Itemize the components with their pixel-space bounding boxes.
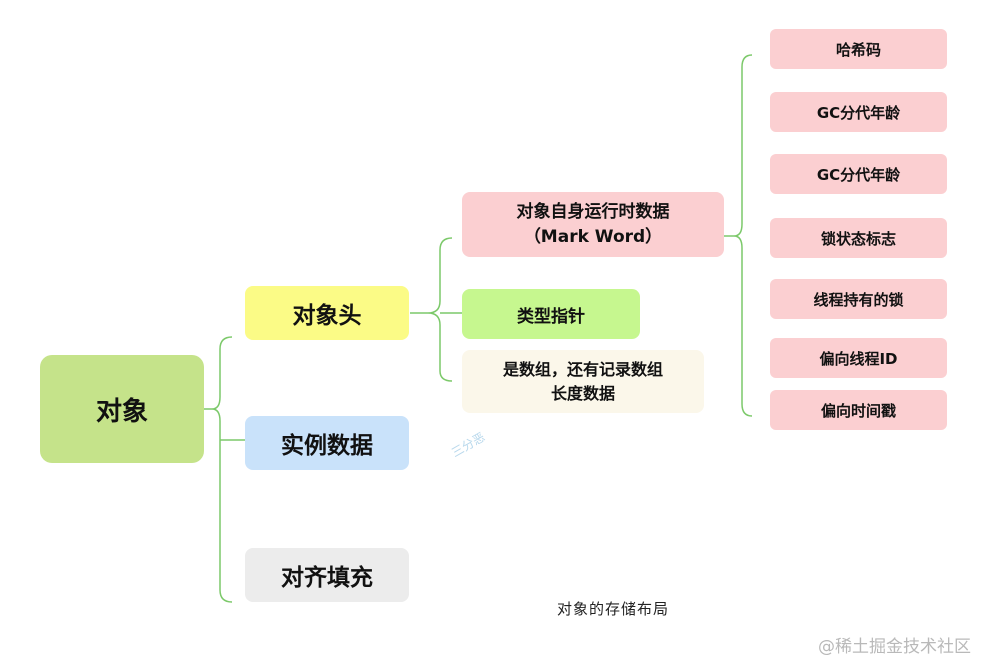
node-object: 对象 [40, 355, 204, 463]
node-gc-age-2: GC分代年龄 [770, 154, 947, 194]
mark-word-line1: 对象自身运行时数据 [516, 201, 670, 222]
node-padding: 对齐填充 [245, 548, 409, 602]
node-thread-lock: 线程持有的锁 [770, 279, 947, 319]
node-instance-data: 实例数据 [245, 416, 409, 470]
node-array-length: 是数组，还有记录数组 长度数据 [462, 350, 704, 413]
node-class-pointer: 类型指针 [462, 289, 640, 339]
node-biased-timestamp: 偏向时间戳 [770, 390, 947, 430]
node-gc-age-1: GC分代年龄 [770, 92, 947, 132]
node-biased-thread-id: 偏向线程ID [770, 338, 947, 378]
node-lock-state: 锁状态标志 [770, 218, 947, 258]
node-object-header: 对象头 [245, 286, 409, 340]
array-line2: 长度数据 [550, 383, 615, 403]
array-line1: 是数组，还有记录数组 [502, 360, 663, 380]
node-hash-code: 哈希码 [770, 29, 947, 69]
mark-word-line2: （Mark Word） [523, 226, 663, 247]
node-mark-word: 对象自身运行时数据 （Mark Word） [462, 192, 724, 257]
site-watermark: @稀土掘金技术社区 [818, 637, 971, 657]
diagram-caption: 对象的存储布局 [557, 600, 670, 618]
